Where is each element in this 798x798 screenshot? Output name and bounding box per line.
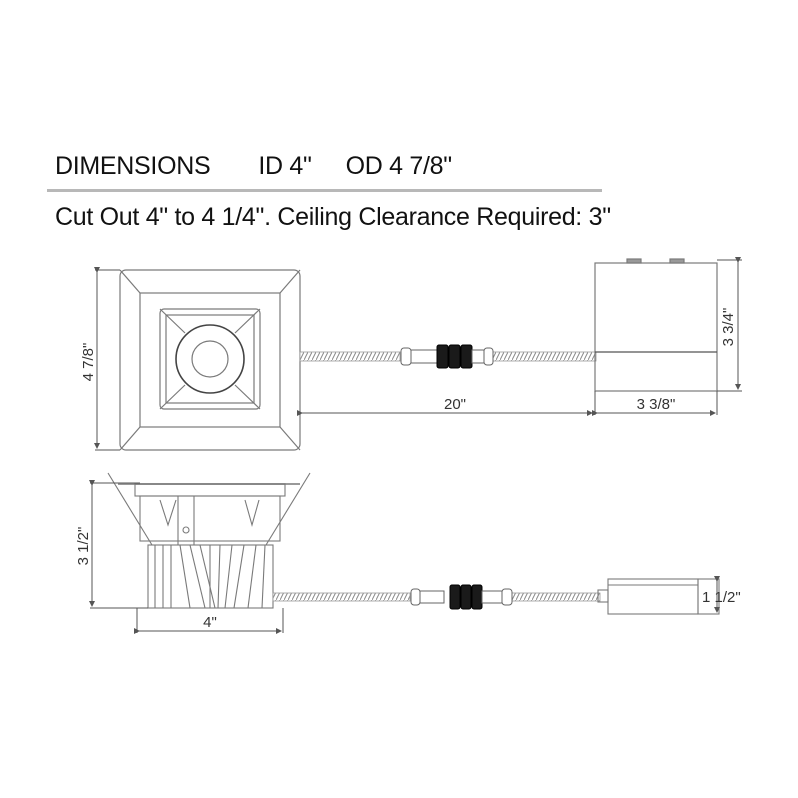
side-view-fixture: [107, 472, 311, 609]
fixture-height-dimension: [89, 480, 148, 609]
dimensions-label: DIMENSIONS: [55, 152, 211, 180]
bottom-cable: [272, 592, 601, 602]
top-quick-connector: [400, 344, 494, 369]
junction-box-width-dimension: [592, 391, 718, 416]
bottom-quick-connector: [410, 584, 513, 610]
junction-box-height-label: 3 3/4": [720, 308, 737, 347]
outer-diameter-label: OD 4 7/8": [345, 152, 453, 180]
junction-box-height-dimension: [717, 257, 742, 392]
inner-diameter-label: ID 4": [258, 152, 312, 180]
cable-length-label: 20": [444, 396, 466, 413]
junction-box-width-label: 3 3/8": [637, 396, 676, 413]
top-view-trim: [119, 269, 301, 451]
junction-box: [594, 258, 718, 392]
header-divider: [47, 189, 602, 192]
trim-height-dimension: [94, 267, 120, 451]
trim-height-label: 4 7/8": [80, 343, 97, 382]
driver-height-label: 1 1/2": [702, 589, 741, 606]
fixture-width-label: 4": [203, 614, 217, 631]
cutout-clearance-text: Cut Out 4" to 4 1/4". Ceiling Clearance …: [55, 203, 611, 231]
dimensions-header: DIMENSIONS ID 4" OD 4 7/8": [55, 152, 452, 181]
fixture-height-label: 3 1/2": [75, 527, 92, 566]
cable-length-dimension: [297, 410, 593, 416]
driver-box: [597, 578, 720, 615]
fixture-width-dimension: [134, 608, 284, 634]
